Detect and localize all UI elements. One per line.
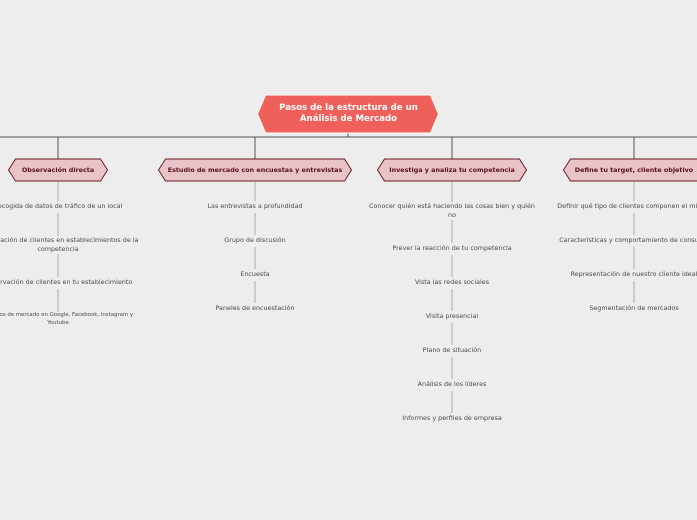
branch-topic-shape — [376, 158, 528, 182]
leaf-topic[interactable]: Informes y perfiles de empresa — [402, 414, 502, 422]
branch-topic-label[interactable]: Estudio de mercado con encuestas y entre… — [167, 166, 343, 174]
branch-topic-label[interactable]: Investiga y analiza tu competencia — [389, 166, 515, 174]
leaf-topic[interactable]: Conocer quién está haciendo las cosas bi… — [369, 202, 535, 219]
leaf-topic[interactable]: Vista las redes sociales — [414, 278, 490, 286]
leaf-topic[interactable]: Plano de situación — [422, 346, 482, 354]
leaf-topic[interactable]: Observación de clientes en tu establecim… — [0, 278, 133, 286]
leaf-topic[interactable]: Encuesta — [240, 270, 270, 278]
branch-topic-shape — [157, 158, 353, 182]
leaf-topic[interactable]: Paneles de encuestación — [215, 304, 295, 312]
leaf-topic[interactable]: Representación de nuestro cliente ideal — [570, 270, 697, 278]
leaf-topic[interactable]: Prever la reacción de tu competencia — [392, 244, 512, 252]
shapes — [7, 94, 697, 182]
leaf-topic[interactable]: Características y comportamiento de cons… — [559, 236, 697, 244]
leaf-topic[interactable]: Definir qué tipo de clientes componen el… — [557, 202, 697, 210]
leaf-topic[interactable]: Segmentación de mercados — [589, 304, 679, 312]
root-topic-shape — [256, 94, 440, 134]
connectors — [0, 133, 697, 413]
leaf-topic[interactable]: Estudios de mercado en Google, Facebook,… — [0, 312, 134, 326]
leaf-topic[interactable]: Las entrevistas a profundidad — [207, 202, 303, 210]
leaf-topic[interactable]: Visita presencial — [425, 312, 479, 320]
root-topic[interactable]: Pasos de la estructura de un Análisis de… — [258, 95, 439, 133]
leaf-topic[interactable]: Grupo de discusión — [224, 236, 286, 244]
branch-topic-label[interactable]: Define tu target, cliente objetivo — [574, 166, 694, 174]
leaf-topic[interactable]: Análisis de los líderes — [417, 380, 487, 388]
branch-topic-label[interactable]: Observación directa — [21, 166, 95, 174]
branch-topic-shape — [562, 158, 697, 182]
leaf-topic[interactable]: Recogida de datos de tráfico de un local — [0, 202, 123, 210]
leaf-topic[interactable]: Observación de clientes en establecimien… — [0, 236, 139, 253]
root-topic-label: Pasos de la estructura de un Análisis de… — [279, 103, 418, 124]
branch-topic-shape — [7, 158, 109, 182]
